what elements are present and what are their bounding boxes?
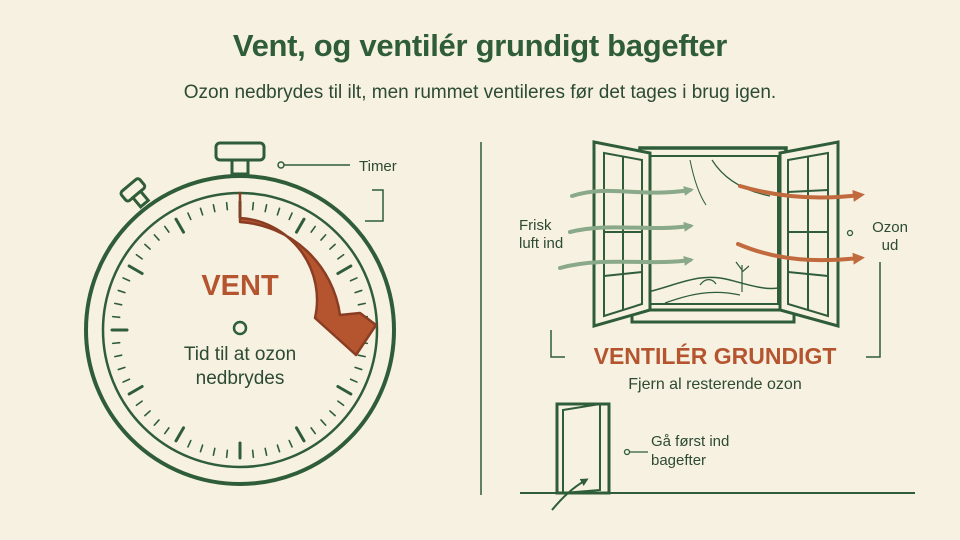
dial-tick [163, 427, 170, 435]
dial-tick [117, 289, 126, 294]
dial-tick [251, 201, 255, 211]
dial-tick [144, 243, 151, 250]
dial-tick [288, 212, 293, 221]
open-window-icon [592, 140, 840, 328]
fresh-air-label-line2: luft ind [519, 235, 563, 252]
dial-tick [174, 217, 185, 234]
dial-tick [163, 225, 170, 233]
dial-tick [288, 439, 293, 448]
dial-tick [187, 439, 192, 448]
dial-tick [144, 410, 151, 417]
dial-tick [357, 302, 367, 306]
ozone-callout-dot [846, 229, 854, 237]
timer-callout [277, 161, 384, 222]
fresh-air-arrows [558, 186, 694, 270]
dial-tick [337, 400, 345, 407]
dial-tick [127, 385, 144, 396]
dial-tick [153, 419, 160, 426]
dial-tick [187, 212, 192, 221]
dial-tick [354, 289, 363, 294]
timer-caption-line2: nedbrydes [196, 368, 285, 389]
dial-tick [122, 378, 131, 383]
dial-tick [174, 426, 185, 443]
dial-tick [329, 243, 336, 250]
ventilate-bracket [550, 262, 881, 358]
dial-tick [295, 217, 306, 234]
dial-tick [349, 277, 358, 282]
dial-tick [199, 207, 204, 216]
dial-tick [357, 354, 367, 358]
ozone-out-label-line1: Ozon [872, 219, 908, 236]
dial-tick [251, 449, 255, 459]
dial-tick [336, 385, 353, 396]
dial-tick [111, 315, 121, 319]
dial-tick [122, 277, 131, 282]
dial-tick [225, 201, 229, 211]
dial-tick [225, 449, 229, 459]
dial-tick [111, 341, 121, 345]
elapsed-time-arrow [238, 191, 378, 357]
timer-callout-label: Timer [359, 158, 397, 175]
fresh-air-label-line1: Frisk [519, 217, 552, 234]
dial-tick [276, 207, 281, 216]
page-subtitle: Ozon nedbrydes til ilt, men rummet venti… [183, 82, 777, 103]
dial-tick [354, 366, 363, 371]
dial-tick [127, 264, 144, 275]
door-callout [623, 448, 648, 456]
dial-tick [329, 410, 336, 417]
stopwatch-icon [84, 141, 396, 486]
dial-tick [349, 378, 358, 383]
page-title: Vent, og ventilér grundigt bagefter [232, 28, 728, 63]
dial-tick [135, 253, 143, 260]
wait-heading: VENT [201, 270, 279, 302]
ozone-out-label-line2: ud [882, 237, 899, 254]
dial-tick [336, 264, 353, 275]
dial-tick [295, 426, 306, 443]
dial-tick [310, 427, 317, 435]
dial-tick [199, 444, 204, 453]
dial-tick [320, 419, 327, 426]
dial-tick [113, 302, 123, 306]
dial-tick [276, 444, 281, 453]
dial-tick [117, 366, 126, 371]
ozone-out-arrows [736, 184, 865, 265]
door-caption-line1: Gå først ind [651, 433, 729, 450]
dial-tick [212, 203, 216, 213]
dial-tick [153, 234, 160, 241]
door-caption-line2: bagefter [651, 452, 706, 469]
dial-tick [320, 234, 327, 241]
dial-tick [212, 447, 216, 457]
dial-tick [310, 225, 317, 233]
dial-tick [264, 447, 268, 457]
timer-caption-line1: Tid til at ozon [184, 344, 296, 365]
door-icon [520, 402, 915, 495]
ventilate-heading: VENTILÉR GRUNDIGT [594, 342, 837, 369]
dial-tick [337, 253, 345, 260]
dial-tick [113, 354, 123, 358]
enter-arrow [551, 478, 589, 511]
dial-tick [264, 203, 268, 213]
dial-tick [135, 400, 143, 407]
ventilate-caption: Fjern al resterende ozon [628, 376, 801, 393]
